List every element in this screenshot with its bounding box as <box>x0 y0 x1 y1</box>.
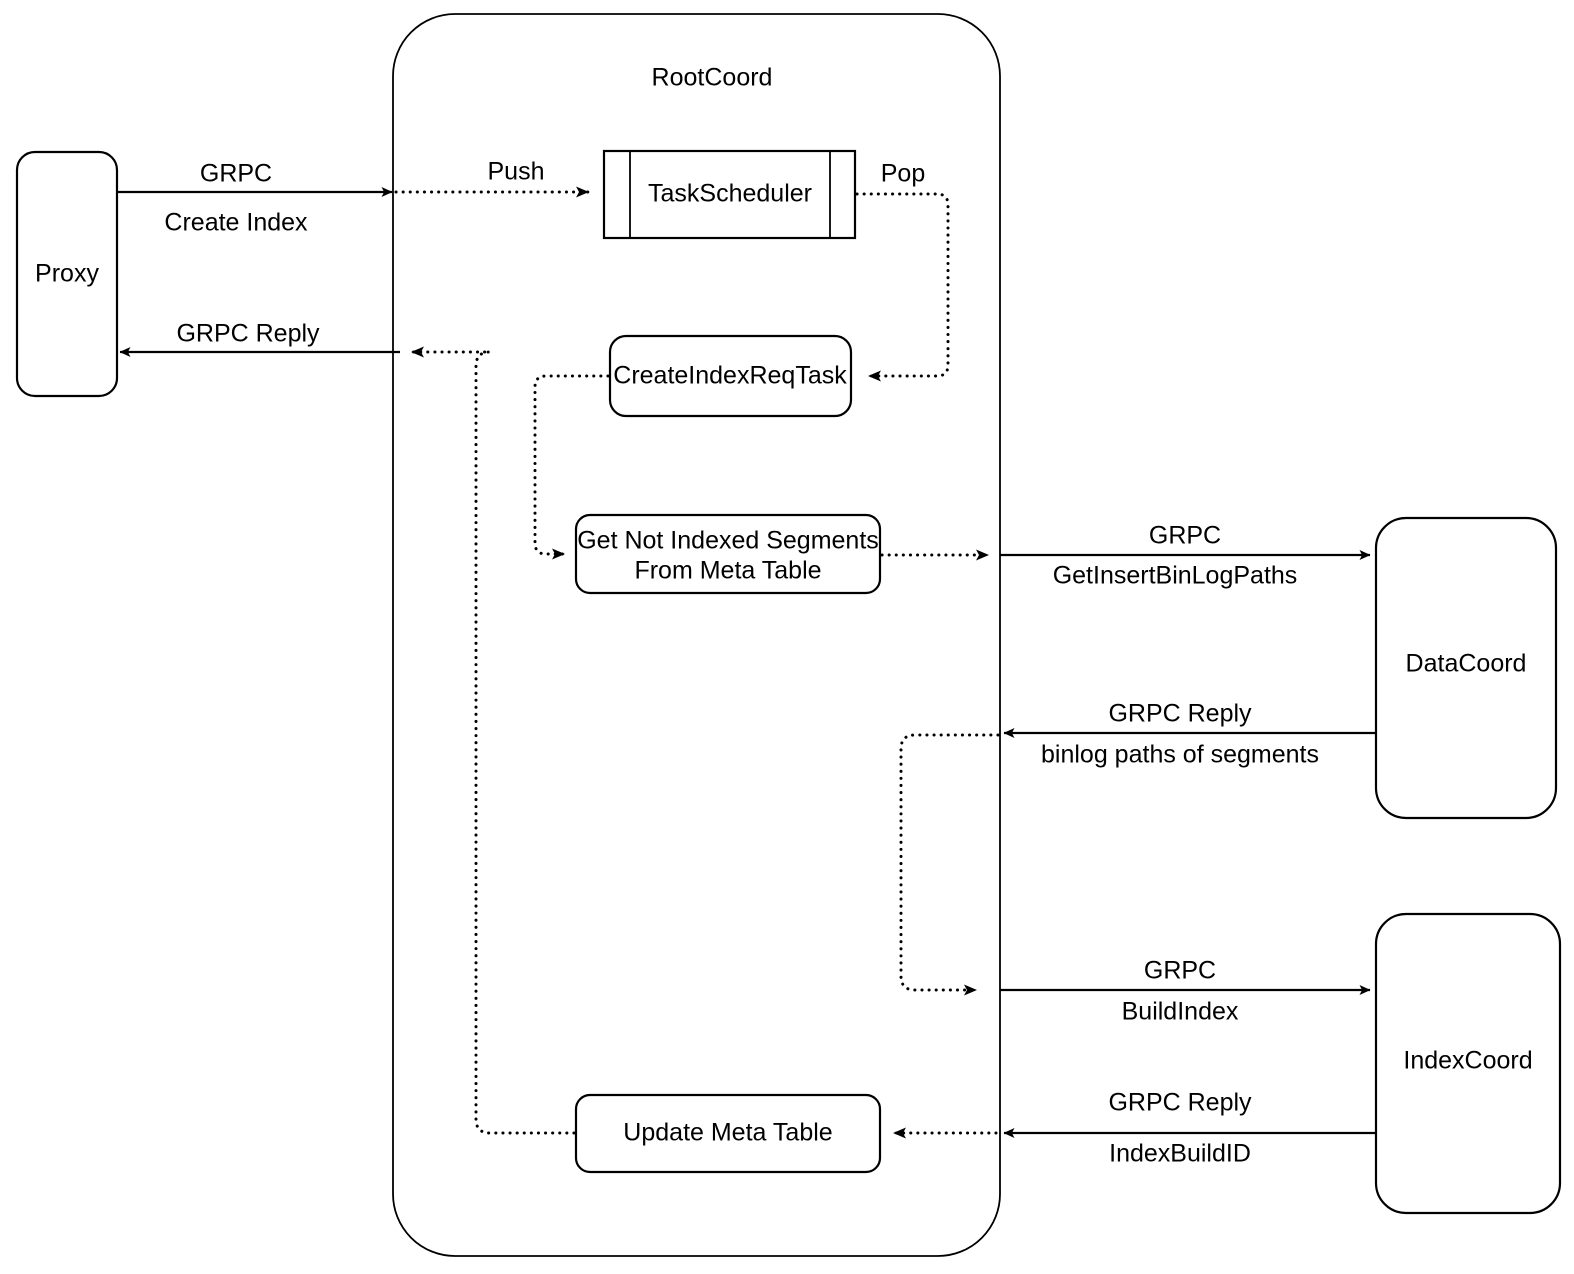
indexcoord-node[interactable] <box>1374 912 1562 1215</box>
get-not-indexed-segments-node[interactable] <box>574 513 882 595</box>
task-scheduler-label: TaskScheduler <box>648 180 812 208</box>
rootcoord-container <box>392 13 1001 1257</box>
edge-label-buildindex-line1: GRPC <box>1144 957 1216 985</box>
edge-label-push: Push <box>488 158 545 186</box>
edge-update-meta-table-to-reply <box>410 346 576 1135</box>
edge-label-getinsertbinlogpaths-line2: GetInsertBinLogPaths <box>1053 562 1298 590</box>
datacoord-node[interactable] <box>1374 516 1558 820</box>
edge-label-indexbuildid-line1: GRPC Reply <box>1108 1089 1252 1117</box>
edge-label-grpc-create-index-line2: Create Index <box>164 209 308 237</box>
proxy-node[interactable] <box>15 150 119 398</box>
edge-binlog-to-buildindex-route <box>899 733 1000 996</box>
edge-label-binlog-reply-line2: binlog paths of segments <box>1041 741 1319 769</box>
create-index-req-task-node[interactable] <box>608 334 853 418</box>
update-meta-table-label: Update Meta Table <box>623 1119 832 1147</box>
edge-label-buildindex-line2: BuildIndex <box>1122 998 1239 1026</box>
task-scheduler-node[interactable] <box>602 149 857 240</box>
edge-label-binlog-reply-line1: GRPC Reply <box>1108 700 1252 728</box>
edge-task-to-get-segments <box>533 374 610 560</box>
indexcoord-label: IndexCoord <box>1403 1047 1532 1075</box>
edge-label-indexbuildid-line2: IndexBuildID <box>1109 1140 1251 1168</box>
edge-label-pop: Pop <box>881 160 925 188</box>
proxy-label: Proxy <box>35 260 99 288</box>
edge-pop-to-create-index-req-task <box>855 192 950 382</box>
datacoord-label: DataCoord <box>1406 650 1527 678</box>
update-meta-table-node[interactable] <box>574 1093 882 1174</box>
edge-label-grpc-create-index-line1: GRPC <box>200 160 272 188</box>
create-index-req-task-label: CreateIndexReqTask <box>613 362 847 390</box>
get-not-indexed-segments-label-line2: From Meta Table <box>634 557 821 585</box>
get-not-indexed-segments-label-line1: Get Not Indexed Segments <box>577 527 879 555</box>
edge-label-grpc-reply-proxy: GRPC Reply <box>176 320 320 348</box>
rootcoord-label: RootCoord <box>652 64 773 92</box>
edge-label-getinsertbinlogpaths-line1: GRPC <box>1149 522 1221 550</box>
